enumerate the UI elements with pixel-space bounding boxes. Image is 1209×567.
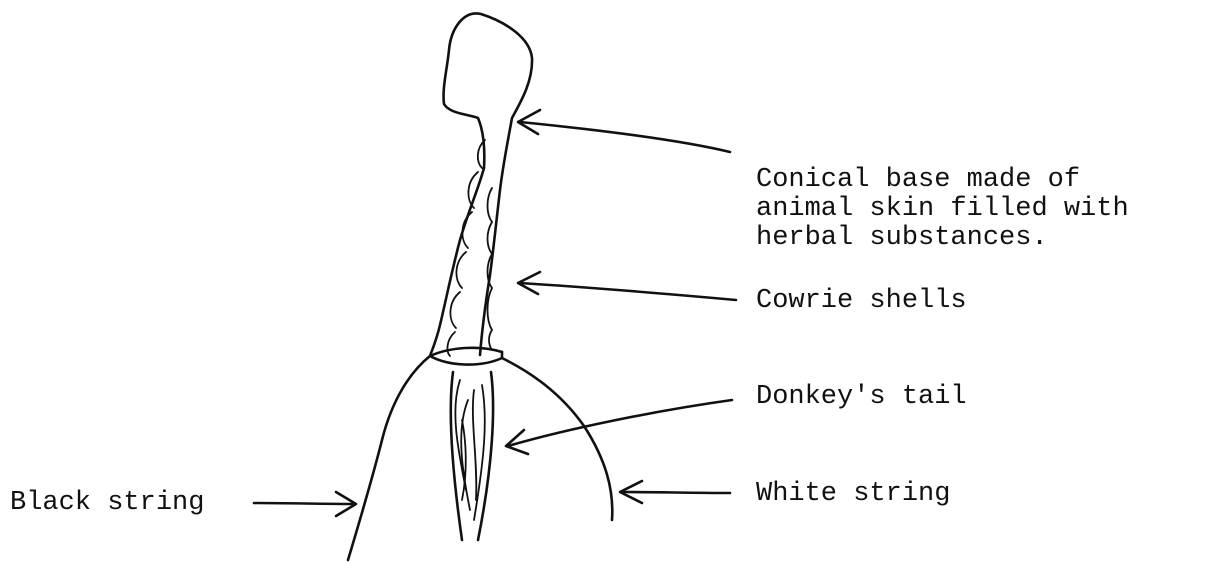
black-string xyxy=(348,356,430,560)
label-conical-base: Conical base made of animal skin filled … xyxy=(756,166,1129,253)
label-donkeys-tail: Donkey's tail xyxy=(756,383,967,412)
cowrie-shells xyxy=(447,140,492,356)
label-black-string: Black string xyxy=(10,489,204,518)
label-white-string: White string xyxy=(756,480,950,509)
white-string xyxy=(502,358,612,520)
arrow-white-string xyxy=(620,481,730,503)
arrow-conical-base xyxy=(518,110,730,152)
donkeys-tail xyxy=(451,372,493,540)
arrow-donkeys-tail xyxy=(506,400,732,454)
arrow-cowrie-shells xyxy=(518,272,736,300)
arrow-black-string xyxy=(254,492,356,516)
conical-base xyxy=(430,13,532,364)
label-cowrie-shells: Cowrie shells xyxy=(756,287,967,316)
